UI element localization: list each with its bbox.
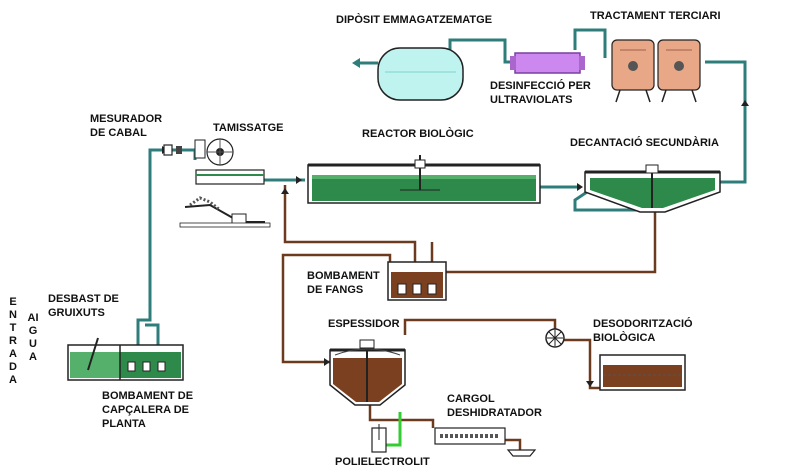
label-deodor-2: BIOLÒGICA	[593, 332, 656, 344]
pipe-clarifier-underflow	[573, 188, 655, 212]
headworks	[67, 337, 184, 381]
pipe-uv-to-storage	[448, 38, 515, 64]
pipe-meter-to-screen	[170, 148, 197, 160]
label-head-pump-3: PLANTA	[102, 418, 146, 430]
thickener	[329, 339, 406, 406]
arrow-icon	[577, 183, 583, 191]
sludge-pump-pit	[387, 261, 447, 301]
secondary-clarifier	[584, 164, 721, 213]
pipe-sludge-return	[283, 185, 417, 262]
pipe-tertiary-to-uv	[573, 28, 607, 58]
pipe-sludge-to-thickener	[281, 253, 392, 364]
label-coarse-2: GRUIXUTS	[48, 307, 105, 319]
label-meter-1: MESURADOR	[90, 113, 163, 125]
label-screw-1: CARGOL	[447, 393, 495, 405]
uv-disinfection-unit	[510, 52, 585, 74]
label-screening: TAMISSATGE	[213, 122, 284, 134]
dewatering-screw	[434, 427, 537, 457]
arrow-icon	[741, 100, 749, 106]
pipe-sludge-from-clarifier	[445, 210, 657, 274]
label-deodor-1: DESODORITZACIÓ	[593, 318, 693, 330]
pipe-polyelectrolyte	[385, 412, 402, 447]
label-coarse-1: DESBAST DE	[48, 293, 119, 305]
flow-meter	[163, 144, 182, 156]
tertiary-filters	[611, 39, 701, 103]
label-entrada: ENTRADA	[9, 296, 17, 386]
arrow-icon	[352, 58, 360, 68]
pipe-thickener-to-deodor	[403, 318, 600, 390]
pipe-influent-riser	[136, 148, 165, 355]
label-screw-2: DESHIDRATADOR	[447, 407, 542, 419]
fan-icon	[545, 328, 565, 348]
screenings-conveyor	[179, 196, 271, 228]
label-head-pump-2: CAPÇALERA DE	[102, 404, 189, 416]
label-clarifier: DECANTACIÓ SECUNDÀRIA	[570, 137, 719, 149]
label-uv-1: DESINFECCIÓ PER	[490, 80, 591, 92]
label-sludge-pump-1: BOMBAMENT	[307, 270, 380, 282]
polyelectrolyte-tank	[371, 424, 387, 453]
biological-reactor	[307, 155, 541, 204]
biological-deodorization	[599, 354, 686, 391]
pipe-screw-outlet	[505, 438, 522, 452]
storage-tank	[377, 47, 464, 101]
arrow-icon	[296, 176, 302, 184]
screening-unit	[194, 138, 265, 185]
pipe-clarifier-to-tertiary	[705, 60, 747, 184]
label-sludge-pump-2: DE FANGS	[307, 284, 364, 296]
label-thickener: ESPESSIDOR	[328, 318, 400, 330]
label-tertiary: TRACTAMENT TERCIARI	[590, 10, 721, 22]
label-reactor: REACTOR BIOLÒGIC	[362, 128, 474, 140]
label-polyelectrolyte: POLIELECTROLIT	[335, 456, 430, 468]
label-uv-2: ULTRAVIOLATS	[490, 94, 573, 106]
label-head-pump-1: BOMBAMENT DE	[102, 390, 194, 402]
reagent-pipe	[385, 412, 402, 447]
label-aigua: AIGUA	[27, 312, 39, 363]
arrow-icon	[324, 358, 330, 366]
label-meter-2: DE CABAL	[90, 127, 147, 139]
arrow-icon	[586, 381, 594, 387]
arrow-icon	[281, 188, 289, 194]
label-storage: DIPÒSIT EMMAGATZEMATGE	[336, 14, 493, 26]
